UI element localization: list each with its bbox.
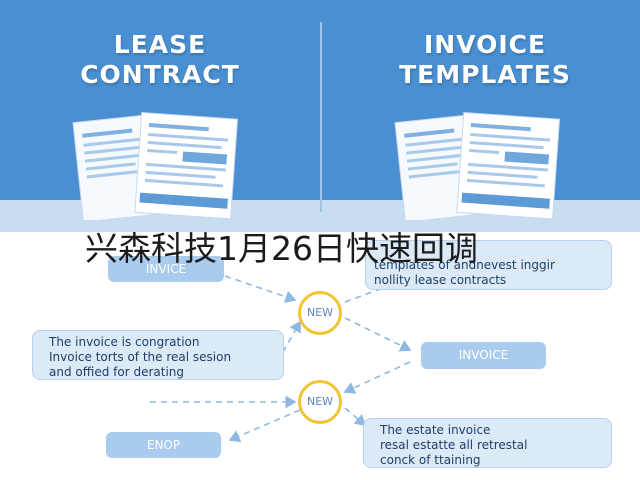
invoice-button[interactable]: INVOICE [421, 342, 546, 369]
estate-line2: resal estatte all retrestal [380, 438, 528, 452]
enop-button-label: ENOP [146, 438, 181, 452]
invoice-button-label: INVOICE [458, 348, 509, 362]
invice-label-box: INVICE [108, 256, 224, 282]
enop-button[interactable]: ENOP [106, 432, 221, 458]
invoice-templates-title: INVOICE TEMPLATES [365, 30, 605, 90]
invoice-desc-line3: and offied for derating [49, 365, 185, 379]
templates-text-box: templates of andnevest inggir nollity le… [365, 240, 612, 290]
lease-title-line1: LEASE [113, 30, 207, 59]
invice-label: INVICE [145, 262, 187, 276]
templates-line2: nollity lease contracts [374, 273, 507, 287]
lease-title-line2: CONTRACT [80, 60, 240, 89]
panel-divider [320, 22, 322, 212]
templates-line1: templates of andnevest inggir [374, 258, 555, 272]
invoice-title-line1: INVOICE [423, 30, 547, 59]
overlay-headline: 兴森科技1月26日快速回调 [85, 229, 478, 268]
lease-contract-title: LEASE CONTRACT [40, 30, 280, 90]
invoice-description-box: The invoice is congration Invoice torts … [32, 330, 284, 380]
estate-invoice-box: The estate invoice resal estatte all ret… [363, 418, 612, 468]
new-badge-bottom-label: NEW [306, 395, 334, 408]
invoice-desc-line2: Invoice torts of the real sesion [49, 350, 232, 364]
new-badge-top-label: NEW [306, 306, 334, 319]
estate-line3: conck of ttaining [380, 453, 481, 467]
lease-document-stack-icon [72, 111, 239, 220]
new-badge-bottom: NEW [298, 380, 342, 424]
new-badge-top: NEW [298, 291, 342, 335]
invoice-title-line2: TEMPLATES [399, 60, 571, 89]
invoice-document-stack-icon [394, 111, 561, 220]
invoice-desc-line1: The invoice is congration [49, 335, 200, 349]
estate-line1: The estate invoice [380, 423, 491, 437]
